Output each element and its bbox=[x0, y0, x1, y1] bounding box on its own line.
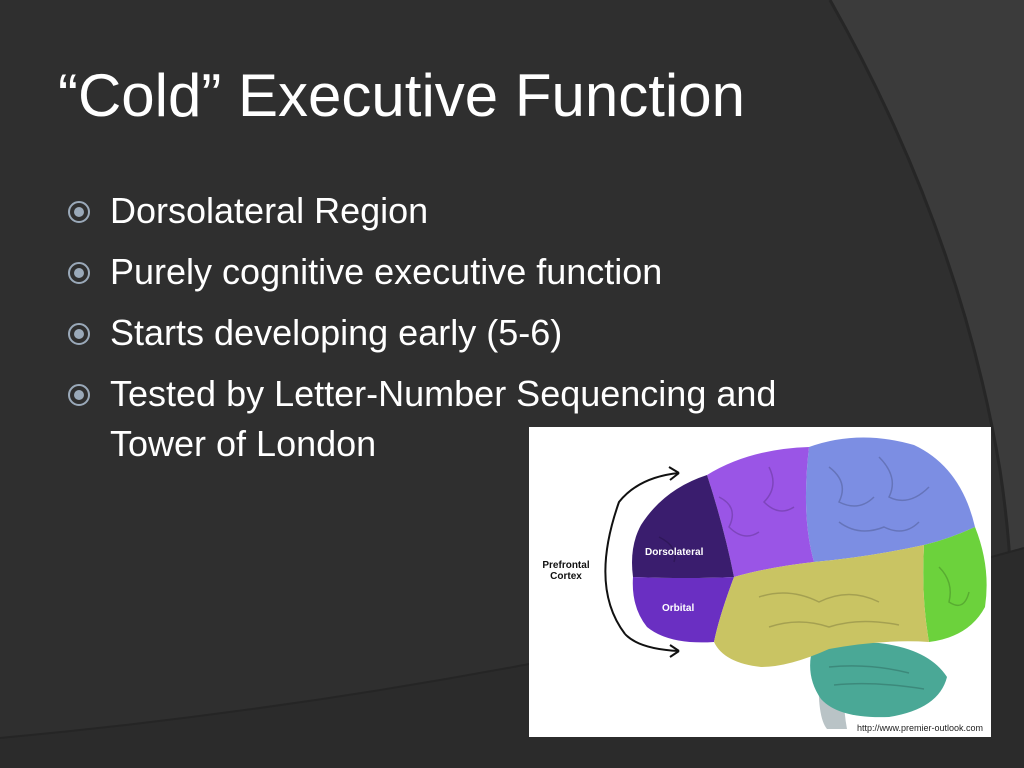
circle-bullet-icon bbox=[68, 384, 90, 406]
bullet-list: Dorsolateral Region Purely cognitive exe… bbox=[66, 186, 846, 480]
circle-bullet-icon bbox=[68, 262, 90, 284]
circle-bullet-icon bbox=[68, 201, 90, 223]
dorsolateral-label: Dorsolateral bbox=[645, 547, 704, 558]
orbital-label: Orbital bbox=[662, 603, 695, 614]
bullet-text: Purely cognitive executive function bbox=[110, 251, 663, 292]
circle-bullet-icon bbox=[68, 323, 90, 345]
prefrontal-cortex-label: Prefrontal Cortex bbox=[542, 560, 590, 582]
bullet-text: Starts developing early (5-6) bbox=[110, 312, 563, 353]
brain-figure: Prefrontal Cortex Dorsolateral Orbital h… bbox=[529, 427, 991, 737]
bullet-text: Tested by Letter-Number Sequencing and T… bbox=[110, 373, 777, 464]
bullet-text: Dorsolateral Region bbox=[110, 190, 429, 231]
brain-illustration bbox=[604, 437, 987, 729]
bullet-item: Purely cognitive executive function bbox=[66, 247, 846, 297]
slide-title: “Cold” Executive Function bbox=[58, 62, 745, 129]
bullet-item: Starts developing early (5-6) bbox=[66, 308, 846, 358]
bullet-item: Tested by Letter-Number Sequencing and T… bbox=[66, 369, 830, 469]
image-source-credit: http://www.premier-outlook.com bbox=[856, 723, 983, 733]
bullet-item: Dorsolateral Region bbox=[66, 186, 846, 236]
